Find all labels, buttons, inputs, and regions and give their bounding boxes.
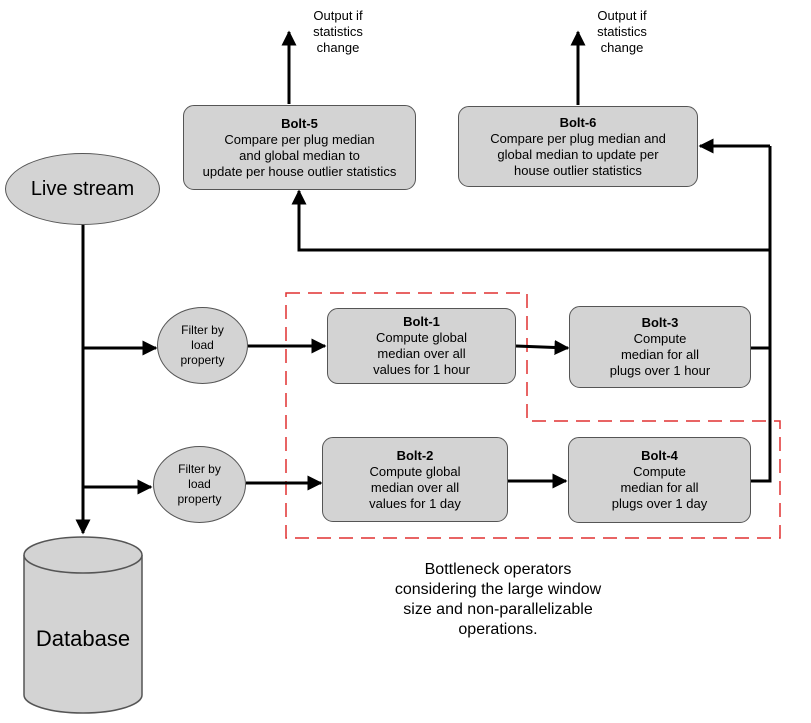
bolt-5-output-label: Output if statistics change: [313, 8, 363, 55]
bolt-2-node: Bolt-2 Compute global median over all va…: [322, 437, 508, 522]
bolt-6-title: Bolt-6: [559, 114, 597, 130]
bolt-5-node: Bolt-5 Compare per plug median and globa…: [183, 105, 416, 190]
bolt-6-node: Bolt-6 Compare per plug median and globa…: [458, 106, 698, 187]
database-label: Database: [35, 626, 131, 651]
filter-label-hour: Filter by load property: [180, 323, 225, 367]
bolt-1-description: Compute global median over all values fo…: [373, 330, 470, 377]
bottleneck-region: [285, 292, 781, 539]
bolt-6-description: Compare per plug median and global media…: [490, 130, 666, 178]
bolt-1-title: Bolt-1: [403, 314, 440, 329]
bolt-3-title: Bolt-3: [641, 315, 679, 330]
database-cylinder: [23, 536, 143, 714]
filter-label-day: Filter by load property: [177, 462, 222, 506]
bottleneck-annotation: Bottleneck operators considering the lar…: [394, 561, 602, 638]
bolt-5-title: Bolt-5: [281, 115, 318, 131]
arrow-bolt1-to-bolt3: [515, 339, 570, 355]
bolt-4-node: Bolt-4 Compute median for all plugs over…: [568, 437, 751, 523]
filter-node-hour: Filter by load property: [157, 307, 248, 384]
bolt-2-title: Bolt-2: [396, 447, 434, 463]
bolt-3-node: Bolt-3 Compute median for all plugs over…: [569, 306, 751, 388]
bolt-2-description: Compute global median over all values fo…: [369, 463, 461, 511]
bolt-4-title: Bolt-4: [641, 448, 678, 463]
connector-bolt4-to-bus: [751, 146, 772, 483]
live-stream-node: Live stream: [5, 153, 160, 225]
bolt-5-description: Compare per plug median and global media…: [202, 131, 397, 179]
bolt-1-node: Bolt-1 Compute global median over all va…: [327, 308, 516, 384]
bolt-4-description: Compute median for all plugs over 1 day: [611, 464, 708, 511]
bolt-6-output-label: Output if statistics change: [597, 8, 647, 55]
filter-node-day: Filter by load property: [153, 446, 246, 523]
bolt-3-description: Compute median for all plugs over 1 hour: [609, 331, 711, 378]
arrow-bus-to-bolt5: [291, 189, 770, 252]
live-stream-label: Live stream: [30, 177, 135, 200]
